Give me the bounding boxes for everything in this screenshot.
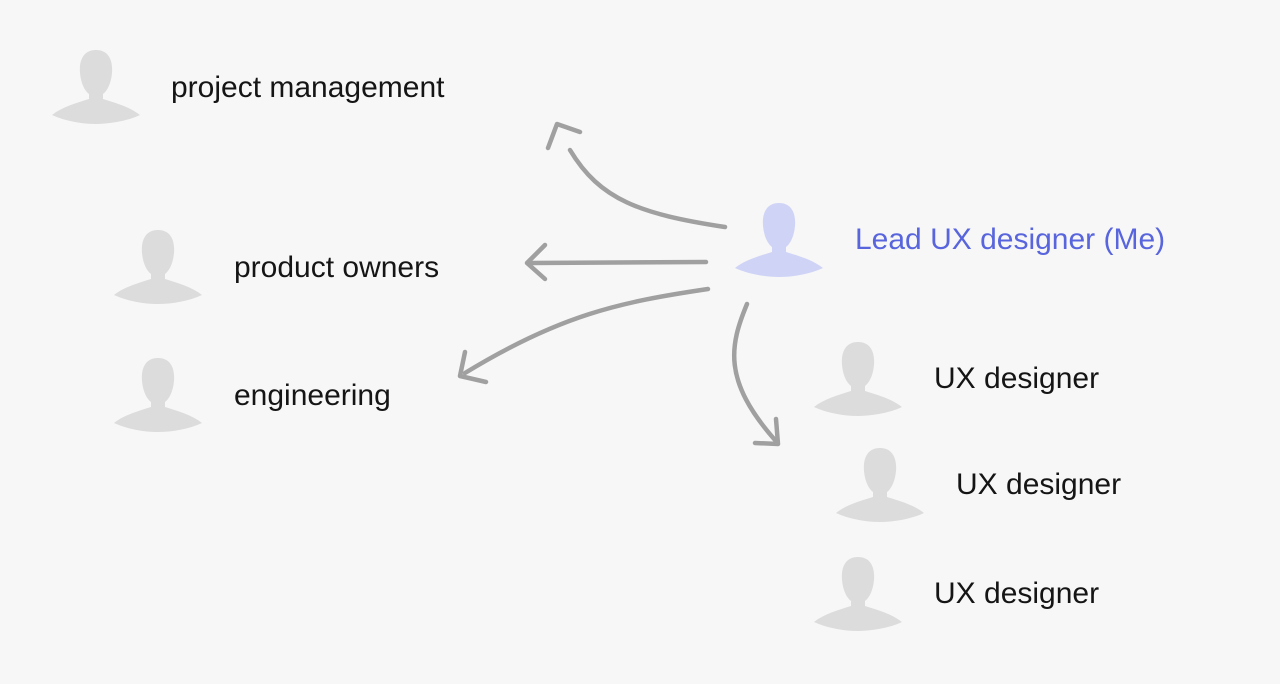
- person-silhouette: [836, 448, 924, 522]
- node-label-product-owners: product owners: [234, 251, 440, 284]
- node-label-engineering: engineering: [234, 379, 391, 412]
- person-icon: [733, 201, 825, 279]
- person-icon: [834, 446, 926, 524]
- node-label-ux-designer-3: UX designer: [934, 577, 1100, 610]
- person-icon: [812, 340, 904, 418]
- node-label-lead-ux-designer: Lead UX designer (Me): [855, 223, 1166, 256]
- person-icon: [112, 228, 204, 306]
- person-silhouette: [735, 203, 823, 277]
- person-icon: [112, 356, 204, 434]
- node-label-ux-designer-1: UX designer: [934, 362, 1100, 395]
- node-label-project-management: project management: [171, 71, 445, 104]
- person-silhouette: [814, 557, 902, 631]
- person-icon: [50, 48, 142, 126]
- person-silhouette: [814, 342, 902, 416]
- person-icon: [812, 555, 904, 633]
- person-silhouette: [114, 230, 202, 304]
- node-label-ux-designer-2: UX designer: [956, 468, 1122, 501]
- person-silhouette: [114, 358, 202, 432]
- person-silhouette: [52, 50, 140, 124]
